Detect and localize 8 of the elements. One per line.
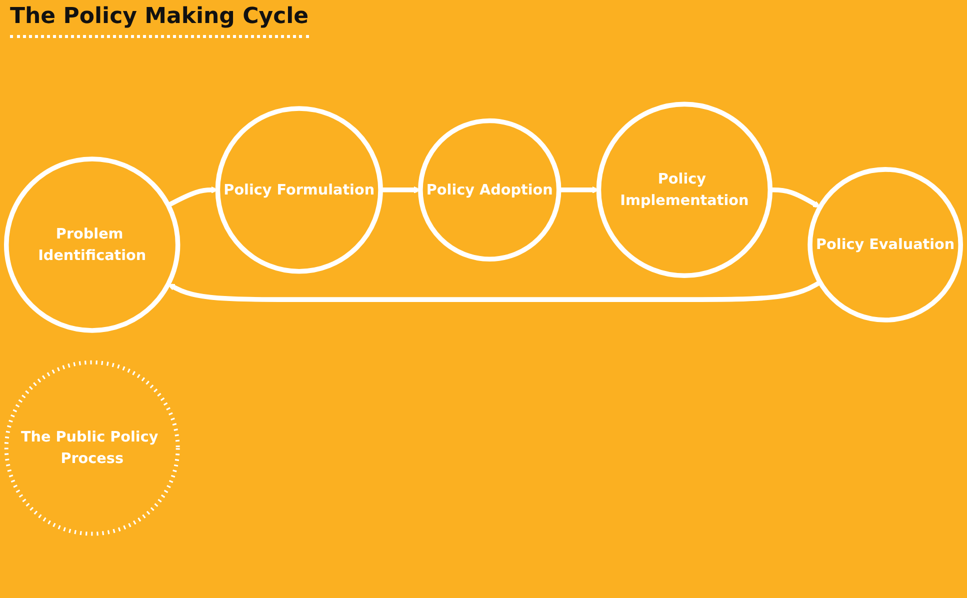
- diagram-title: The Policy Making Cycle: [10, 4, 309, 38]
- node-circle: Problem Identification: [4, 156, 180, 333]
- node-circle: Policy Implementation: [596, 102, 773, 278]
- node-circle: Policy Adoption: [418, 118, 562, 262]
- node-circle: Policy Formulation: [215, 106, 383, 274]
- node-circle: Policy Evaluation: [808, 167, 964, 322]
- arrow: [168, 280, 822, 302]
- node-circle: The Public Policy Process: [4, 360, 180, 536]
